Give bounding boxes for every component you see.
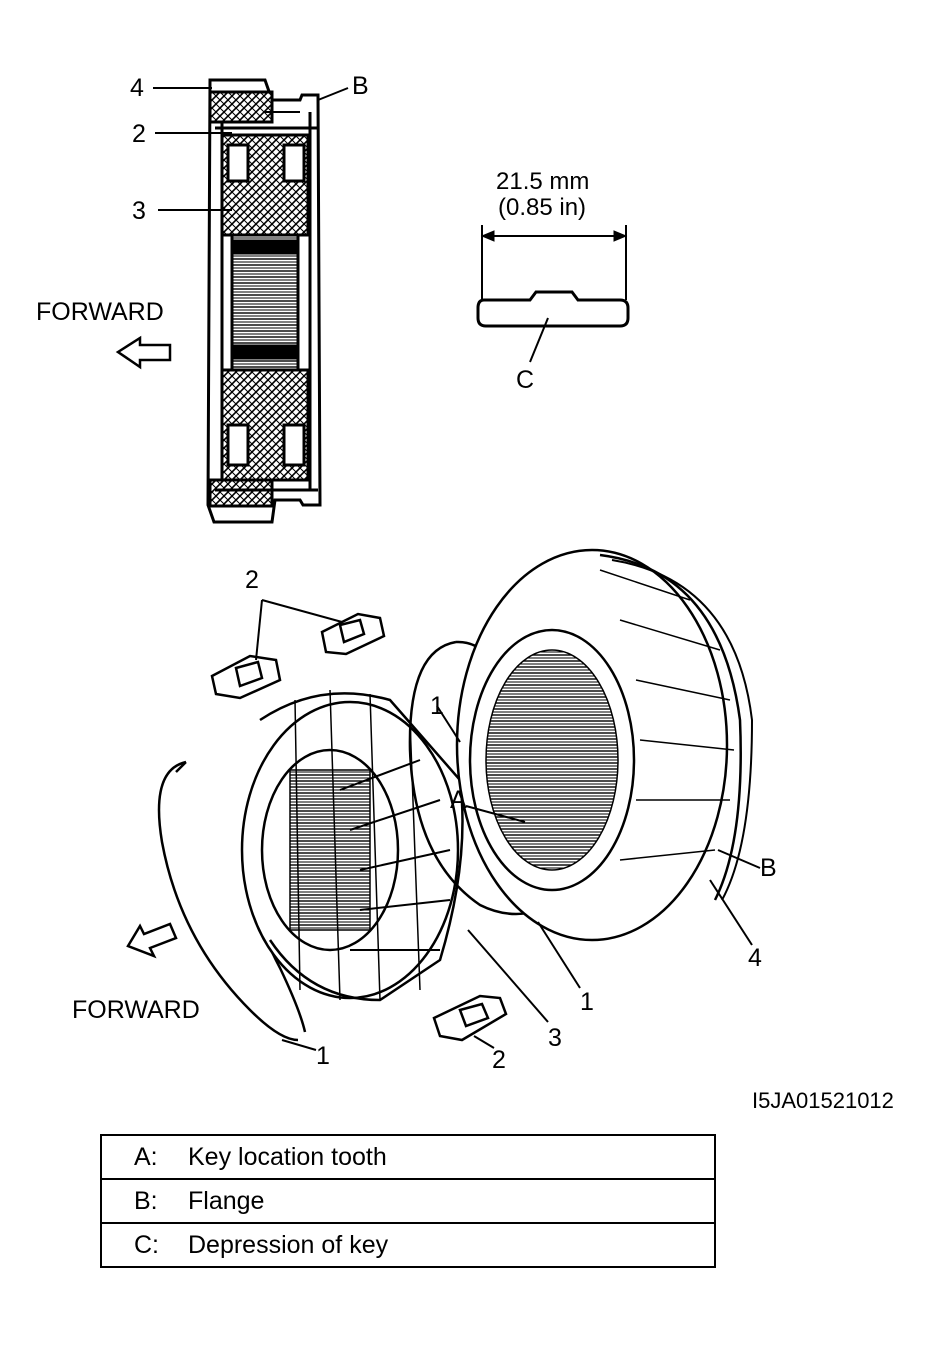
key-dimension-in: (0.85 in) <box>498 194 587 221</box>
forward-label-top: FORWARD <box>36 298 164 326</box>
label-3-top: 3 <box>132 197 146 225</box>
figure-id: I5JA01521012 <box>752 1088 894 1113</box>
legend-key: C: <box>100 1222 178 1268</box>
forward-arrow-bottom <box>126 922 178 959</box>
label-c: C <box>516 366 535 394</box>
legend-row: A: Key location tooth <box>100 1134 716 1180</box>
label-2-top: 2 <box>132 120 146 148</box>
legend-text: Flange <box>178 1178 716 1224</box>
synchronizer-hub <box>240 689 464 1002</box>
legend-table: A: Key location tooth B: Flange C: Depre… <box>100 1134 716 1268</box>
legend-row: B: Flange <box>100 1178 716 1224</box>
label-3-exploded: 3 <box>548 1024 562 1052</box>
label-1-left: 1 <box>316 1042 330 1070</box>
legend-key: B: <box>100 1178 178 1224</box>
synchronizer-sleeve <box>455 548 754 942</box>
top-view-leaders <box>153 87 349 211</box>
shift-key-top-left <box>210 654 282 700</box>
shift-key-top-right <box>320 612 386 656</box>
label-1-mid: 1 <box>430 692 444 720</box>
legend-key: A: <box>100 1134 178 1180</box>
forward-label-bottom: FORWARD <box>72 996 200 1024</box>
legend-row: C: Depression of key <box>100 1222 716 1268</box>
exploded-leaders <box>281 705 761 1051</box>
key-top-leaders <box>255 599 343 661</box>
key-dimension-mm: 21.5 mm <box>496 168 590 195</box>
label-a: A <box>450 786 467 814</box>
label-2-key-top: 2 <box>245 566 259 594</box>
forward-arrow-top <box>115 335 172 370</box>
legend-text: Depression of key <box>178 1222 716 1268</box>
label-b-top: B <box>352 72 369 100</box>
legend-text: Key location tooth <box>178 1134 716 1180</box>
label-b-exploded: B <box>760 854 777 882</box>
label-2-key-bottom: 2 <box>492 1046 506 1074</box>
key-detail <box>476 225 630 363</box>
label-4-exploded: 4 <box>748 944 762 972</box>
label-4-top: 4 <box>130 74 144 102</box>
label-1-right: 1 <box>580 988 594 1016</box>
sleeve-hub-cross-section <box>206 78 322 524</box>
shift-key-bottom <box>432 994 508 1042</box>
